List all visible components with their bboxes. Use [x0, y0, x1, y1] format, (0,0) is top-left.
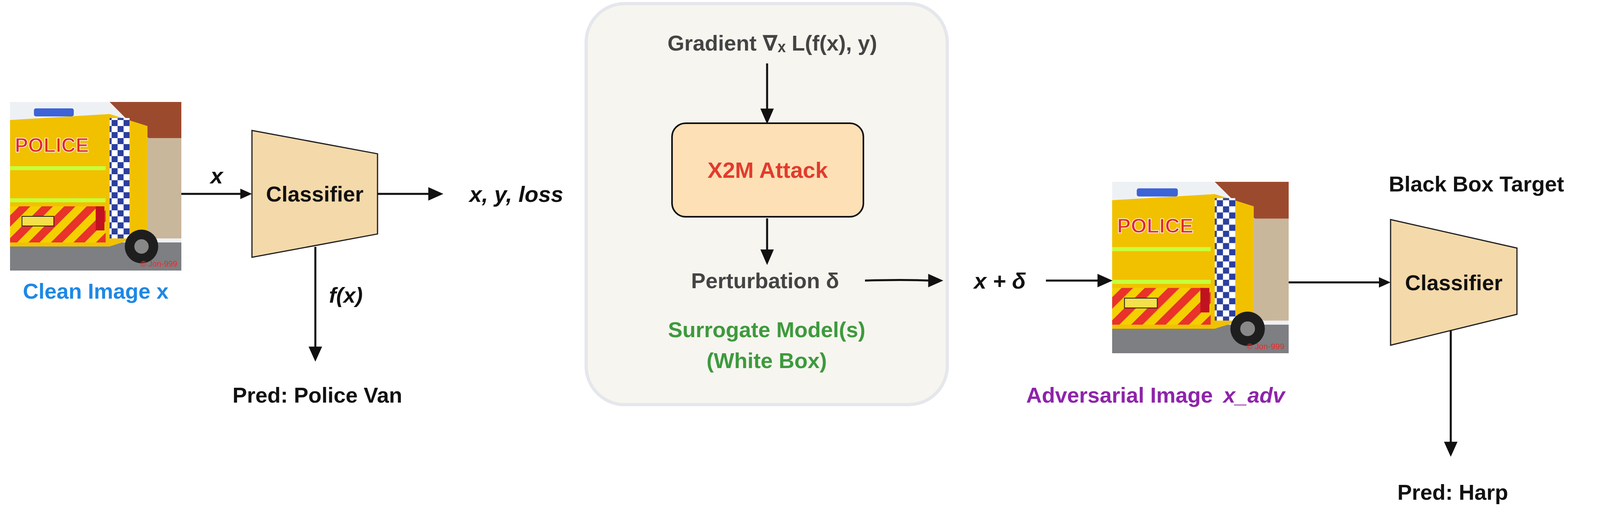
panel-heading: Surrogate Model(s) (White Box) — [638, 314, 896, 376]
surrogate-panel: X2M AttackSurrogate Model(s) (White Box) — [584, 2, 949, 407]
connector-line — [181, 192, 242, 195]
van-lettering: POLICE — [1116, 214, 1194, 238]
photo-detail — [22, 216, 54, 226]
connector-arrow — [1288, 277, 1391, 288]
photo-detail — [134, 239, 149, 254]
van-photo: POLICE © Jon-999 — [10, 101, 182, 271]
van-photo: POLICE © Jon-999 — [1112, 181, 1289, 354]
diagram-label: f(x) — [328, 282, 363, 308]
image-caption: Clean Image x — [0, 278, 222, 304]
classifier-label: Classifier — [265, 181, 364, 207]
image-caption-row: Adversarial Image x_adv — [994, 382, 1316, 408]
photo-detail — [1112, 279, 1211, 284]
photo-detail — [1230, 311, 1265, 346]
arrow-head — [761, 109, 773, 122]
photo-detail — [10, 198, 106, 203]
photo-detail — [109, 117, 130, 239]
trapezoid-outline — [251, 130, 378, 258]
arrow-head — [1445, 442, 1456, 455]
image-caption-symbol: x_adv — [1223, 382, 1285, 408]
image-caption: Adversarial Image — [1026, 382, 1213, 408]
attack-label: X2M Attack — [707, 156, 829, 183]
target-classifier-node: Black Box TargetClassifier — [1390, 219, 1517, 346]
photo-detail — [1200, 287, 1210, 313]
photo-detail — [1124, 298, 1158, 308]
arrow-head — [761, 250, 773, 263]
van-lettering: POLICE — [14, 134, 90, 157]
image-node: Clean Image x — [10, 101, 182, 271]
connector-arrow — [181, 188, 252, 199]
connector-line — [1288, 281, 1380, 284]
classifier-node: Classifier — [251, 130, 378, 258]
arrow-head — [1098, 275, 1111, 286]
flow-arrow — [864, 280, 930, 281]
photo-detail — [1214, 198, 1236, 321]
edge-label: x — [210, 162, 223, 189]
diagram-label: x + δ — [973, 267, 1026, 294]
arrow-head — [310, 347, 321, 360]
arrow-head — [429, 188, 441, 199]
photo-detail — [10, 206, 106, 243]
attack-box: X2M Attack — [671, 122, 865, 218]
photo-detail — [10, 113, 148, 247]
trapezoid-outline — [1390, 219, 1517, 346]
photo-detail — [34, 108, 74, 117]
flow-arrow — [1449, 330, 1452, 444]
photo-detail — [1112, 181, 1289, 354]
photo-detail — [1112, 247, 1211, 252]
flow-arrow — [377, 192, 431, 195]
diagram-label: Pred: Harp — [1397, 479, 1509, 505]
arrow-head — [929, 275, 941, 286]
watermark: © Jon-999 — [1246, 341, 1285, 351]
photo-detail — [124, 229, 159, 264]
arrow-head — [240, 188, 252, 199]
photo-detail — [1136, 188, 1178, 197]
photo-detail — [1112, 194, 1254, 329]
photo-detail — [1240, 321, 1255, 337]
photo-detail — [95, 206, 105, 231]
watermark: © Jon-999 — [140, 259, 178, 269]
diagram-label: x, y, loss — [469, 180, 564, 208]
flow-arrow — [314, 246, 317, 349]
image-node: Adversarial Imagex_adv — [1112, 181, 1289, 354]
classifier-label: Classifier — [1405, 270, 1503, 295]
flow-arrow — [766, 63, 769, 111]
photo-detail — [1112, 287, 1211, 325]
flow-arrow — [1045, 279, 1100, 282]
flow-arrow — [766, 218, 769, 252]
diagram-label: Pred: Police Van — [232, 382, 403, 408]
arrow-head — [1378, 277, 1391, 288]
photo-detail — [10, 166, 106, 171]
target-heading: Black Box Target — [1356, 171, 1597, 197]
photo-detail — [10, 101, 182, 271]
